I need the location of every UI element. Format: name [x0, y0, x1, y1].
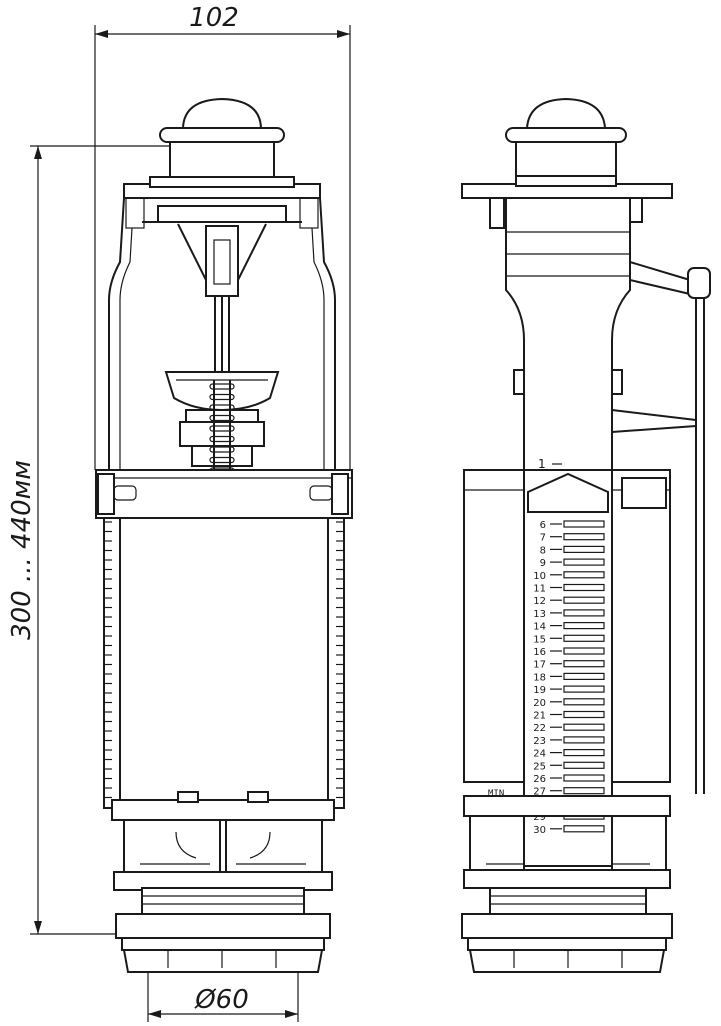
height-dimension: 300 ... 440мм [7, 145, 185, 935]
coupling-band [95, 469, 353, 519]
scale-slot [563, 698, 605, 706]
scale-slot [563, 596, 605, 604]
min-label: MIN [488, 789, 504, 799]
width-label: 102 [189, 3, 239, 33]
scale-slot [563, 825, 605, 833]
scale-number: 27 [533, 787, 546, 798]
scale-slot [563, 621, 605, 630]
scale-number: 15 [533, 634, 546, 645]
diameter-dimension: Ø60 [147, 940, 299, 1022]
linkage [177, 223, 267, 380]
diameter-label: Ø60 [194, 985, 249, 1015]
spring-coil [209, 456, 235, 464]
spring-coil [209, 425, 235, 432]
side-lever [611, 261, 711, 794]
scale-number: 18 [533, 672, 546, 683]
scale-slot [563, 736, 605, 744]
scale-number: 6 [540, 520, 546, 531]
side-push-button [505, 97, 627, 177]
spring-coil [209, 383, 235, 390]
scale-slot [563, 723, 605, 731]
scale-number: 13 [533, 609, 546, 620]
scale-slot [563, 571, 605, 579]
outlet-thread [115, 887, 331, 973]
scale-number: 22 [533, 723, 546, 734]
spring-coil [209, 404, 235, 411]
scale-number: 25 [533, 761, 546, 772]
side-view: 6789101112131415161718192021222324252627… [461, 97, 711, 973]
lower-tube [103, 517, 345, 809]
scale-number: 9 [540, 558, 546, 569]
scale-slot [563, 774, 605, 782]
height-label: 300 ... 440мм [7, 460, 37, 640]
scale-number: 16 [533, 647, 546, 658]
scale-ladder: 6789101112131415161718192021222324252627… [533, 520, 605, 836]
front-view [95, 97, 353, 973]
spring-coil [209, 414, 235, 422]
spring-coil [209, 435, 235, 443]
scale-slot [563, 583, 605, 592]
scale-slot [563, 647, 605, 655]
scale-slot [563, 520, 605, 528]
scale-number: 17 [533, 660, 546, 671]
scale-number: 23 [533, 736, 546, 747]
scale-slot [563, 558, 605, 566]
scale-slot [563, 787, 605, 795]
scale-number: 8 [540, 545, 546, 556]
scale-number: 19 [533, 685, 546, 696]
scale-slot [563, 533, 605, 541]
scale-number: 26 [533, 774, 546, 785]
scale-number: 10 [533, 571, 546, 582]
push-button [159, 97, 285, 179]
scale-number: 20 [533, 698, 546, 709]
spring-coil [209, 393, 235, 401]
scale-slot [563, 748, 605, 757]
top-frame [123, 176, 321, 229]
scale-number: 30 [533, 825, 546, 836]
scale-number: 7 [540, 533, 546, 544]
valve-cage [111, 791, 335, 891]
scale-number: 14 [533, 622, 546, 633]
scale-slot [563, 761, 605, 769]
scale-number: 21 [533, 711, 546, 722]
scale-slot [563, 660, 605, 668]
top-mark-label: 1 [538, 457, 546, 471]
width-dimension: 102 [94, 3, 351, 470]
scale-number: 12 [533, 596, 546, 607]
scale-slot [563, 609, 605, 617]
scale-slot [563, 710, 605, 719]
scale-number: 24 [533, 749, 546, 760]
scale-number: 11 [533, 584, 546, 595]
scale-slot [563, 634, 605, 642]
scale-slot [563, 545, 605, 554]
scale-number: 29 [533, 812, 546, 823]
spring-coil [209, 446, 235, 453]
scale-slot [563, 685, 605, 693]
scale-slot [563, 672, 605, 681]
